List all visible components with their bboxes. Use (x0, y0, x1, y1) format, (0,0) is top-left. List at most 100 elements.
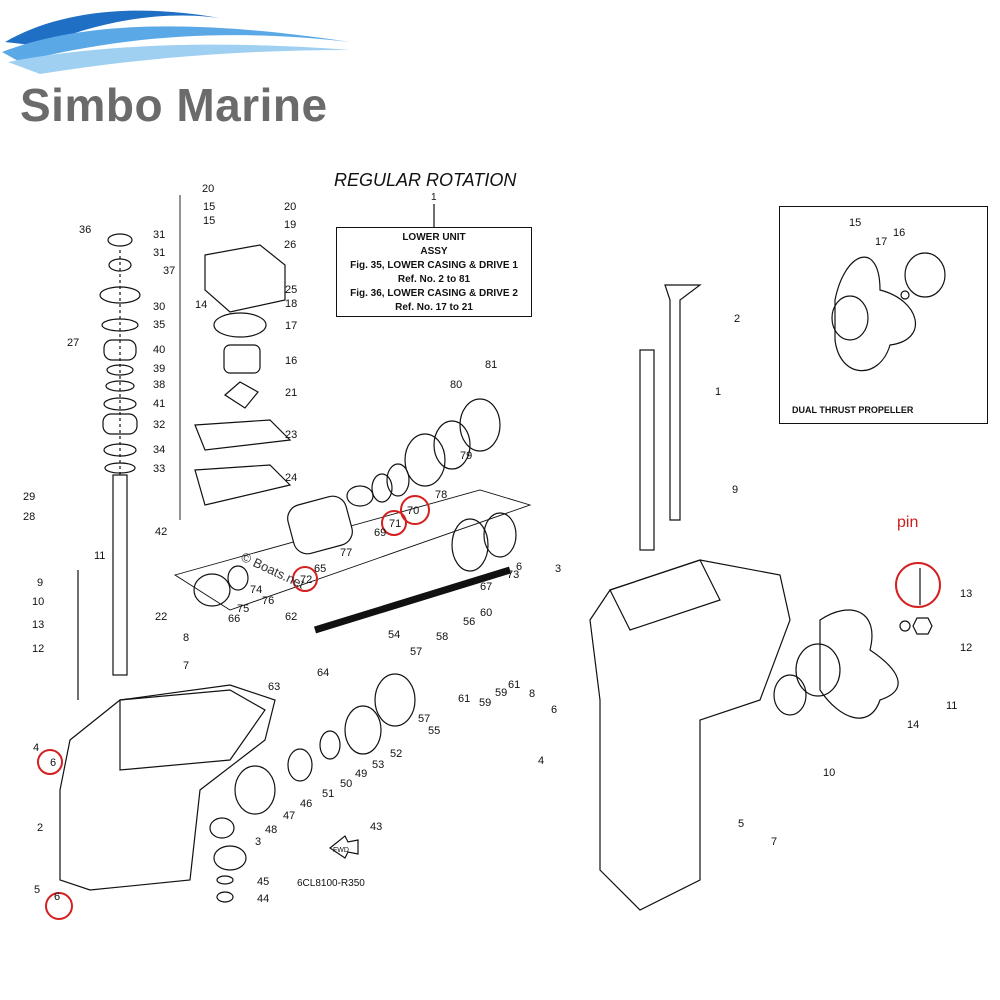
ref-line-3: Fig. 35, LOWER CASING & DRIVE 1 (350, 260, 518, 271)
part-label-17: 17 (875, 236, 887, 248)
part-12-nut (912, 617, 933, 635)
part-label-71: 71 (389, 518, 401, 530)
inset-part-16 (904, 252, 946, 298)
part-label-31: 31 (153, 247, 165, 259)
lower-unit-reference-box: LOWER UNIT ASSY Fig. 35, LOWER CASING & … (336, 227, 532, 317)
part-31 (108, 258, 132, 272)
part-10-thrust-washer (773, 674, 807, 716)
part-33 (104, 462, 136, 474)
part-label-33: 33 (153, 463, 165, 475)
part-label-25: 25 (285, 284, 297, 296)
part-36 (107, 233, 133, 247)
propeller-hub (795, 643, 841, 697)
wave-light (8, 44, 350, 74)
part-label-58: 58 (436, 631, 448, 643)
part-label-40: 40 (153, 344, 165, 356)
highlight-circle-72 (292, 566, 318, 592)
pin-annotation: pin (897, 514, 919, 531)
ref-line-1: LOWER UNIT (402, 232, 466, 243)
part-label-75: 75 (237, 603, 249, 615)
part-label-23: 23 (285, 429, 297, 441)
part-label-2: 2 (734, 313, 740, 325)
part-label-16: 16 (285, 355, 297, 367)
part-54-propeller-shaft (313, 566, 512, 634)
part-16 (223, 344, 261, 374)
part-label-2: 2 (37, 822, 43, 834)
part-label-29: 29 (23, 491, 35, 503)
part-14-propeller (819, 609, 899, 719)
part-45 (216, 875, 234, 885)
part-label-50: 50 (340, 778, 352, 790)
part-label-38: 38 (153, 379, 165, 391)
part-label-77: 77 (340, 547, 352, 559)
part-label-10: 10 (32, 596, 44, 608)
ref-line-4: Ref. No. 2 to 81 (397, 274, 471, 285)
fwd-arrow (328, 835, 359, 859)
part-label-26: 26 (284, 239, 296, 251)
part-label-61: 61 (508, 679, 520, 691)
highlight-circle-6-lower (45, 892, 73, 920)
brand-wave-logo (2, 10, 350, 74)
part-51 (287, 748, 313, 782)
inset-propeller-blades (834, 256, 917, 372)
part-label-6: 6 (516, 561, 522, 573)
part-label-42: 42 (155, 526, 167, 538)
part-21-impeller (224, 381, 259, 409)
part-label-79: 79 (460, 450, 472, 462)
part-label-62: 62 (285, 611, 297, 623)
part-label-21: 21 (285, 387, 297, 399)
highlight-circle-70 (400, 495, 430, 525)
part-38 (105, 380, 135, 392)
part-39 (106, 364, 134, 376)
part-label-57: 57 (410, 646, 422, 658)
part-44 (216, 891, 234, 903)
part-label-65: 65 (314, 563, 326, 575)
part-34 (103, 443, 137, 457)
part-2-lower-casing (59, 684, 276, 891)
part-1-shift-rod (664, 284, 702, 521)
diagram-title: REGULAR ROTATION (334, 170, 517, 190)
part-label-66: 66 (228, 613, 240, 625)
part-47 (234, 765, 276, 815)
part-79 (433, 420, 471, 470)
part-41 (103, 397, 137, 411)
part-label-13: 13 (32, 619, 44, 631)
part-label-67: 67 (480, 581, 492, 593)
part-label-73: 73 (507, 569, 519, 581)
part-label-31: 31 (153, 229, 165, 241)
part-label-5: 5 (34, 884, 40, 896)
part-label-70: 70 (407, 505, 419, 517)
casing-top-detail (119, 689, 266, 771)
part-label-6: 6 (54, 891, 60, 903)
part-label-3: 3 (555, 563, 561, 575)
part-label-74: 74 (250, 584, 262, 596)
part-label-51: 51 (322, 788, 334, 800)
part-24-gasket (194, 464, 292, 506)
part-52-gear (374, 673, 416, 727)
part-label-12: 12 (32, 643, 44, 655)
part-label-60: 60 (480, 607, 492, 619)
highlight-circle-71 (381, 510, 407, 536)
part-label-72: 72 (300, 574, 312, 586)
part-label-53: 53 (372, 759, 384, 771)
part-label-46: 46 (300, 798, 312, 810)
part-label-63: 63 (268, 681, 280, 693)
part-label-64: 64 (317, 667, 329, 679)
part-label-35: 35 (153, 319, 165, 331)
part-11 (899, 620, 911, 632)
part-label-4: 4 (33, 742, 39, 754)
part-label-69: 69 (374, 527, 386, 539)
part-23-plate (194, 419, 292, 451)
part-label-7: 7 (183, 660, 189, 672)
part-label-37: 37 (163, 265, 175, 277)
part-label-80: 80 (450, 379, 462, 391)
part-label-20: 20 (202, 183, 214, 195)
part-73 (483, 512, 517, 558)
part-78 (404, 433, 446, 487)
part-49 (319, 730, 341, 760)
part-label-7: 7 (771, 836, 777, 848)
wave-mid (2, 26, 350, 62)
part-label-5: 5 (738, 818, 744, 830)
part-label-41: 41 (153, 398, 165, 410)
